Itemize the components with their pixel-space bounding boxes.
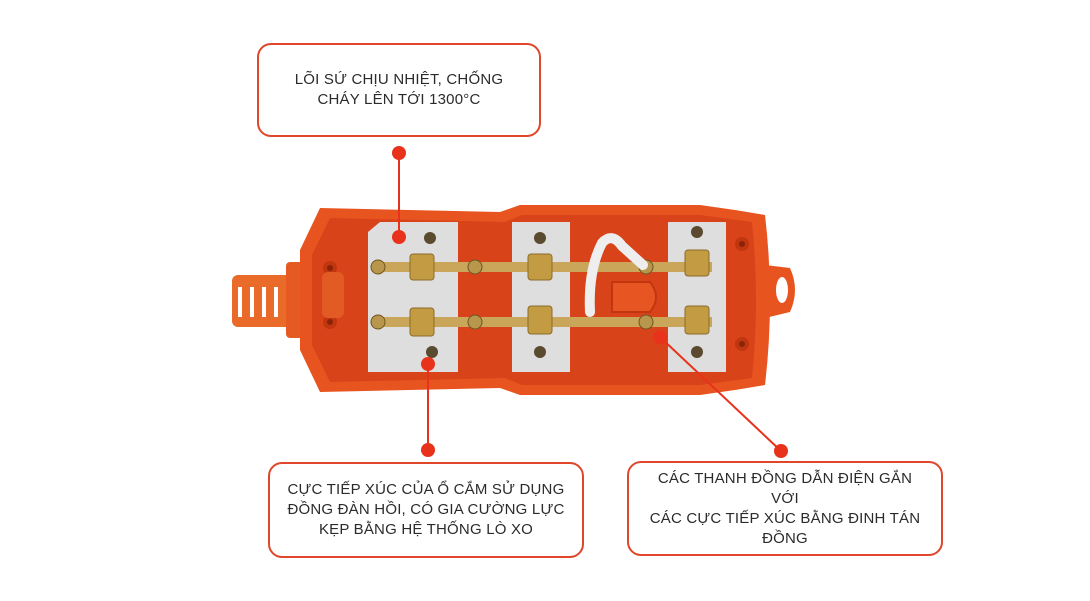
- cable-gland: [232, 262, 308, 338]
- callout-text-line: CÁC CỰC TIẾP XÚC BẰNG ĐINH TÁN: [649, 509, 921, 527]
- callout-copper-bus-bars: CÁC THANH ĐỒNG DẪN ĐIỆN GẮN VỚI CÁC CỰC …: [627, 461, 943, 556]
- callout-elastic-copper-contacts: CỰC TIẾP XÚC CỦA Ổ CẮM SỬ DỤNG ĐỒNG ĐÀN …: [268, 462, 584, 558]
- callout-text-line: CỰC TIẾP XÚC CỦA Ổ CẮM SỬ DỤNG: [287, 481, 565, 498]
- jumper-wire: [584, 233, 648, 317]
- callout-ceramic-core: LÕI SỨ CHỊU NHIỆT, CHỐNG CHÁY LÊN TỚI 13…: [257, 43, 541, 137]
- callout-text-line: KẸP BẰNG HỆ THỐNG LÒ XO: [318, 521, 534, 538]
- callout-text-line: ĐỒNG ĐÀN HỒI, CÓ GIA CƯỜNG LỰC: [287, 501, 565, 518]
- callout-text-line: LÕI SỨ CHỊU NHIỆT, CHỐNG: [294, 71, 504, 88]
- ceramic-blocks: [368, 222, 726, 372]
- callout-text-line: ĐỒNG: [762, 529, 808, 547]
- callout-text-line: CÁC THANH ĐỒNG DẪN ĐIỆN GẮN VỚI: [657, 469, 913, 507]
- callout-text-line: CHÁY LÊN TỚI 1300°C: [317, 91, 481, 108]
- leader-lines: [392, 146, 788, 458]
